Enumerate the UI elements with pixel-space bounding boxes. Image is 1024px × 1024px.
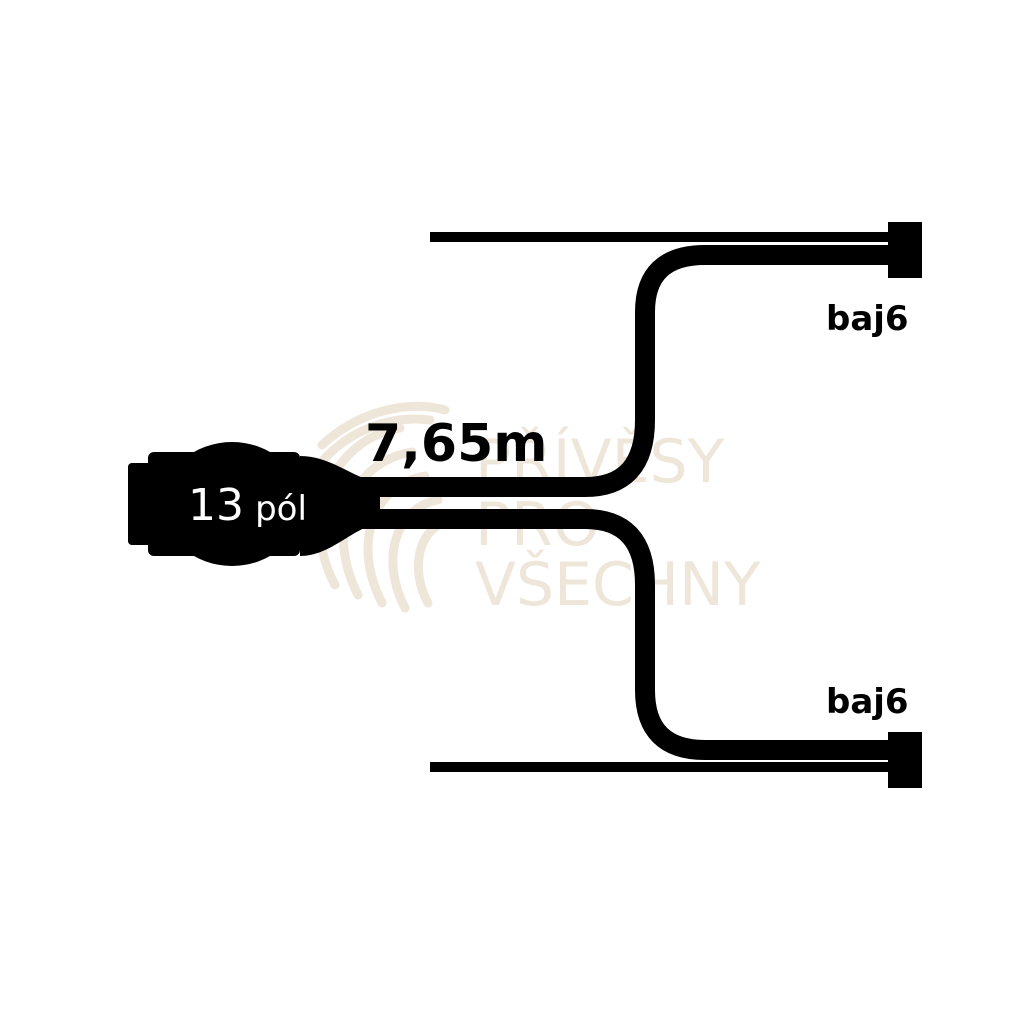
- cable-length-label: 7,65m: [365, 414, 547, 474]
- lower-cable: [300, 509, 895, 760]
- watermark-line-3: VŠECHNY: [475, 549, 761, 620]
- bottom-output-label: baj6: [826, 682, 909, 722]
- plug-13-pin: [128, 442, 380, 566]
- upper-cable: [300, 245, 895, 497]
- top-output-connector: [888, 222, 922, 278]
- plug-label: 13 pól: [188, 480, 307, 531]
- top-output-label: baj6: [826, 299, 909, 339]
- bottom-output-connector: [888, 732, 922, 788]
- plug-label-unit: pól: [255, 489, 307, 529]
- plug-label-number: 13: [188, 480, 244, 531]
